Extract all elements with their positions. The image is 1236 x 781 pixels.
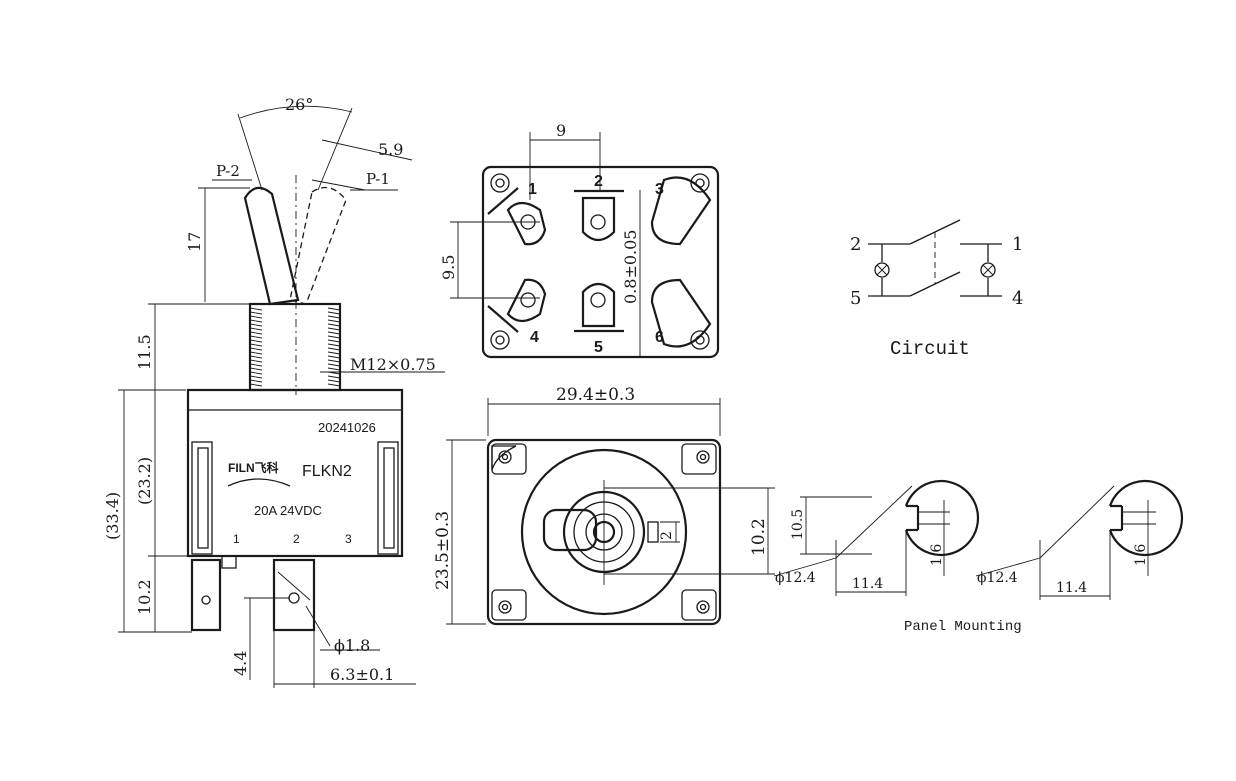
terminal-1-label: 1 <box>233 532 240 546</box>
thread-line <box>327 347 341 351</box>
lever-height-label: 17 <box>185 232 204 252</box>
panel-flat-width-label-1: 11.4 <box>852 576 883 592</box>
hole-offset-label: 4.4 <box>231 651 250 676</box>
thread-line <box>249 379 263 383</box>
thread-line <box>249 323 263 327</box>
pitch-x-label: 9 <box>556 121 566 140</box>
pin-1-label: 1 <box>528 181 537 198</box>
side-view: 26° 5.9 P-2 P-1 17 11.5 M12×0.75 <box>103 95 445 688</box>
top-width-label: 29.4±0.3 <box>556 385 635 405</box>
terminal-height-label: 10.2 <box>135 579 154 615</box>
thread-line <box>327 331 341 335</box>
thread-line <box>327 339 341 343</box>
panel-flat-height-label: 10.5 <box>790 509 806 540</box>
thread-line <box>327 351 341 355</box>
top-view: 29.4±0.3 10.2 2 23.5±0.3 <box>433 385 775 626</box>
key-height-label: 10.2 <box>749 518 769 556</box>
total-height-label: (33.4) <box>103 492 122 540</box>
angle-label: 26° <box>285 95 313 114</box>
tab-thickness-label: 0.8±0.05 <box>621 230 640 304</box>
thread-line <box>327 359 341 363</box>
thread-line <box>249 315 263 319</box>
top-height-label: 23.5±0.3 <box>433 511 453 590</box>
circuit-diagram: 2 1 5 4 Circuit <box>850 219 1023 360</box>
thread-line <box>327 383 341 387</box>
thread-line <box>249 363 263 367</box>
position-p1-label: P-1 <box>366 170 390 188</box>
bushing-height-label: 11.5 <box>135 334 154 370</box>
thread-line <box>327 315 341 319</box>
pin-5-label: 5 <box>594 339 603 356</box>
thread-line <box>249 383 263 387</box>
key-width-label: 2 <box>659 531 675 540</box>
thread-line <box>249 355 263 359</box>
label-model: FLKN2 <box>302 463 352 480</box>
panel-key-width-label-1: 1.6 <box>929 544 945 566</box>
pin-2-label: 2 <box>594 173 603 190</box>
body-height-label: (23.2) <box>135 457 154 505</box>
label-brand: FILN飞科 <box>228 460 279 475</box>
pin-6-label: 6 <box>655 329 664 346</box>
circuit-pin-1: 1 <box>1012 234 1023 255</box>
pitch-y-label: 9.5 <box>439 255 458 280</box>
thread-line <box>249 335 263 339</box>
lever-width-label: 5.9 <box>378 140 403 159</box>
position-p2-label: P-2 <box>216 162 240 180</box>
pin-4-label: 4 <box>530 329 539 346</box>
bottom-view: 9 1 2 3 4 5 6 9.5 0.8±0.05 <box>439 121 720 359</box>
thread-line <box>327 327 341 331</box>
thread-line <box>249 375 263 379</box>
thread-line <box>327 323 341 327</box>
thread-line <box>249 351 263 355</box>
circuit-pin-4: 4 <box>1012 288 1023 309</box>
thread-line <box>249 339 263 343</box>
panel-mounting-title: Panel Mounting <box>904 619 1022 635</box>
panel-diameter-label-2: ϕ12.4 <box>977 570 1018 586</box>
panel-mounting: ϕ12.4 10.5 11.4 1.6 ϕ12.4 11.4 1.6 Panel… <box>773 479 1184 635</box>
thread-line <box>249 359 263 363</box>
thread-line <box>327 375 341 379</box>
thread-line <box>249 311 263 315</box>
thread-line <box>327 311 341 315</box>
thread-line <box>249 331 263 335</box>
thread-line <box>249 371 263 375</box>
thread-line <box>249 343 263 347</box>
panel-diameter-label-1: ϕ12.4 <box>775 570 816 586</box>
circuit-pin-2: 2 <box>850 234 861 255</box>
circuit-pin-5: 5 <box>850 288 861 309</box>
pin-3-label: 3 <box>655 181 664 198</box>
thread-line <box>249 307 263 311</box>
thread-line <box>327 367 341 371</box>
thread-line <box>327 355 341 359</box>
thread-line <box>327 343 341 347</box>
thread-label: M12×0.75 <box>350 355 436 374</box>
thread-line <box>327 363 341 367</box>
panel-key-width-label-2: 1.6 <box>1133 544 1149 566</box>
panel-flat-width-label-2: 11.4 <box>1056 580 1087 596</box>
thread-line <box>249 347 263 351</box>
hole-diameter-label: ϕ1.8 <box>334 636 370 655</box>
label-rating: 20A 24VDC <box>254 503 322 518</box>
thread-line <box>249 367 263 371</box>
bushing-threads <box>249 307 341 387</box>
thread-line <box>249 319 263 323</box>
thread-line <box>327 379 341 383</box>
thread-line <box>327 307 341 311</box>
circuit-title: Circuit <box>890 338 970 360</box>
thread-line <box>327 319 341 323</box>
terminal-3-label: 3 <box>345 532 352 546</box>
terminal-2-label: 2 <box>293 532 300 546</box>
thread-line <box>327 335 341 339</box>
thread-line <box>249 327 263 331</box>
terminal-width-label: 6.3±0.1 <box>330 665 394 684</box>
label-date: 20241026 <box>318 420 376 435</box>
